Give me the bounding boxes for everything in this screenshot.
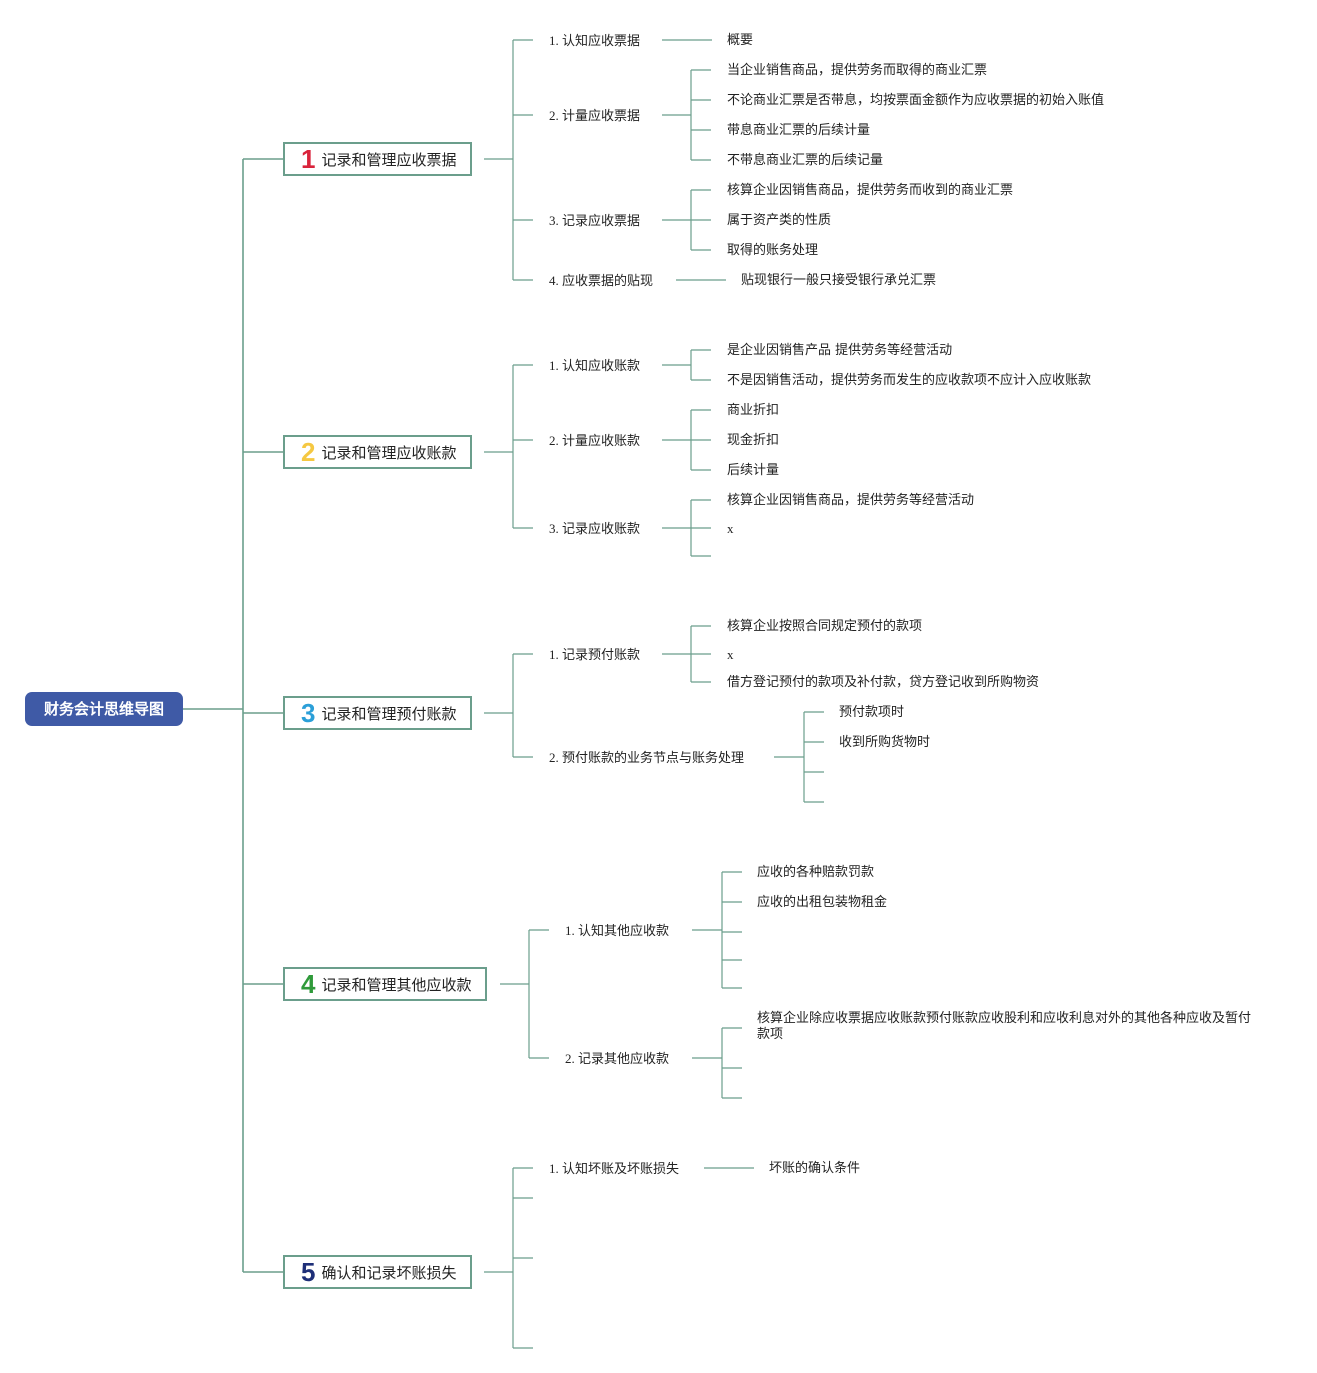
sec1-sub3-leaf1[interactable]: 核算企业因销售商品，提供劳务而收到的商业汇票 [727,183,1014,198]
sec1-sub3-leaf3[interactable]: 取得的账务处理 [727,243,819,258]
sec2-sub1[interactable]: 1. 认知应收账款 [549,358,641,373]
section-4-title: 记录和管理其他应收款 [321,975,472,994]
sec4-sub1[interactable]: 1. 认知其他应收款 [565,923,670,938]
sec2-sub2[interactable]: 2. 计量应收账款 [549,433,641,448]
sec3-sub1[interactable]: 1. 记录预付账款 [549,647,641,662]
section-5-title: 确认和记录坏账损失 [321,1263,457,1282]
sec4-sub1-leaf1[interactable]: 应收的各种赔款罚款 [757,865,875,880]
sec4-sub1-leaf2[interactable]: 应收的出租包装物租金 [757,895,888,910]
sec2-sub1-leaf2[interactable]: 不是因销售活动，提供劳务而发生的应收款项不应计入应收账款 [727,373,1092,388]
section-1-node[interactable]: 1 记录和管理应收票据 [283,142,473,176]
sec2-sub1-leaf1[interactable]: 是企业因销售产品 提供劳务等经营活动 [727,343,953,358]
number-5-icon: 5 [301,1257,316,1287]
sec1-sub4-leaf1[interactable]: 贴现银行一般只接受银行承兑汇票 [741,273,937,288]
sec4-sub2[interactable]: 2. 记录其他应收款 [565,1051,670,1066]
section-5-node[interactable]: 5 确认和记录坏账损失 [283,1255,473,1289]
root-node[interactable]: 财务会计思维导图 [25,692,183,726]
sec5-sub1-leaf1[interactable]: 坏账的确认条件 [769,1161,861,1176]
sec2-sub3[interactable]: 3. 记录应收账款 [549,521,641,536]
sec2-sub2-leaf3[interactable]: 后续计量 [727,463,780,478]
sec2-sub3-leaf1[interactable]: 核算企业因销售商品，提供劳务等经营活动 [727,493,975,508]
sec2-sub2-leaf2[interactable]: 现金折扣 [727,433,780,448]
number-3-icon: 3 [301,698,316,728]
sec4-sub2-leaf1[interactable]: 核算企业除应收票据应收账款预付账款应收股利和应收利息对外的其他各种应收及暂付款项 [757,1011,1252,1042]
sec1-sub3-leaf2[interactable]: 属于资产类的性质 [727,213,832,228]
sec3-sub1-leaf3[interactable]: 借方登记预付的款项及补付款，贷方登记收到所购物资 [727,675,1040,690]
number-1-icon: 1 [301,144,316,174]
section-2-node[interactable]: 2 记录和管理应收账款 [283,435,473,469]
sec1-sub1[interactable]: 1. 认知应收票据 [549,33,641,48]
section-3-node[interactable]: 3 记录和管理预付账款 [283,696,473,730]
sec1-sub1-leaf1[interactable]: 概要 [727,33,754,48]
sec1-sub2-leaf3[interactable]: 带息商业汇票的后续计量 [727,123,871,138]
number-2-icon: 2 [301,437,316,467]
sec2-sub2-leaf1[interactable]: 商业折扣 [727,403,780,418]
sec1-sub4[interactable]: 4. 应收票据的贴现 [549,273,654,288]
sec3-sub1-leaf2[interactable]: x [727,647,734,662]
sec3-sub2-leaf1[interactable]: 预付款项时 [839,705,905,720]
section-1-title: 记录和管理应收票据 [321,150,457,169]
sec1-sub2[interactable]: 2. 计量应收票据 [549,108,641,123]
sec1-sub3[interactable]: 3. 记录应收票据 [549,213,641,228]
sec3-sub1-leaf1[interactable]: 核算企业按照合同规定预付的款项 [727,619,923,634]
sec3-sub2[interactable]: 2. 预付账款的业务节点与账务处理 [549,750,745,765]
sec1-sub2-leaf1[interactable]: 当企业销售商品，提供劳务而取得的商业汇票 [727,63,988,78]
section-3-title: 记录和管理预付账款 [321,704,457,723]
sec1-sub2-leaf2[interactable]: 不论商业汇票是否带息，均按票面金额作为应收票据的初始入账值 [727,93,1105,108]
sec2-sub3-leaf2[interactable]: x [727,521,734,536]
sec3-sub2-leaf2[interactable]: 收到所购货物时 [839,735,931,750]
number-4-icon: 4 [301,969,316,999]
sec5-sub1[interactable]: 1. 认知坏账及坏账损失 [549,1161,680,1176]
section-4-node[interactable]: 4 记录和管理其他应收款 [283,967,488,1001]
sec1-sub2-leaf4[interactable]: 不带息商业汇票的后续记量 [727,153,884,168]
section-2-title: 记录和管理应收账款 [321,443,457,462]
